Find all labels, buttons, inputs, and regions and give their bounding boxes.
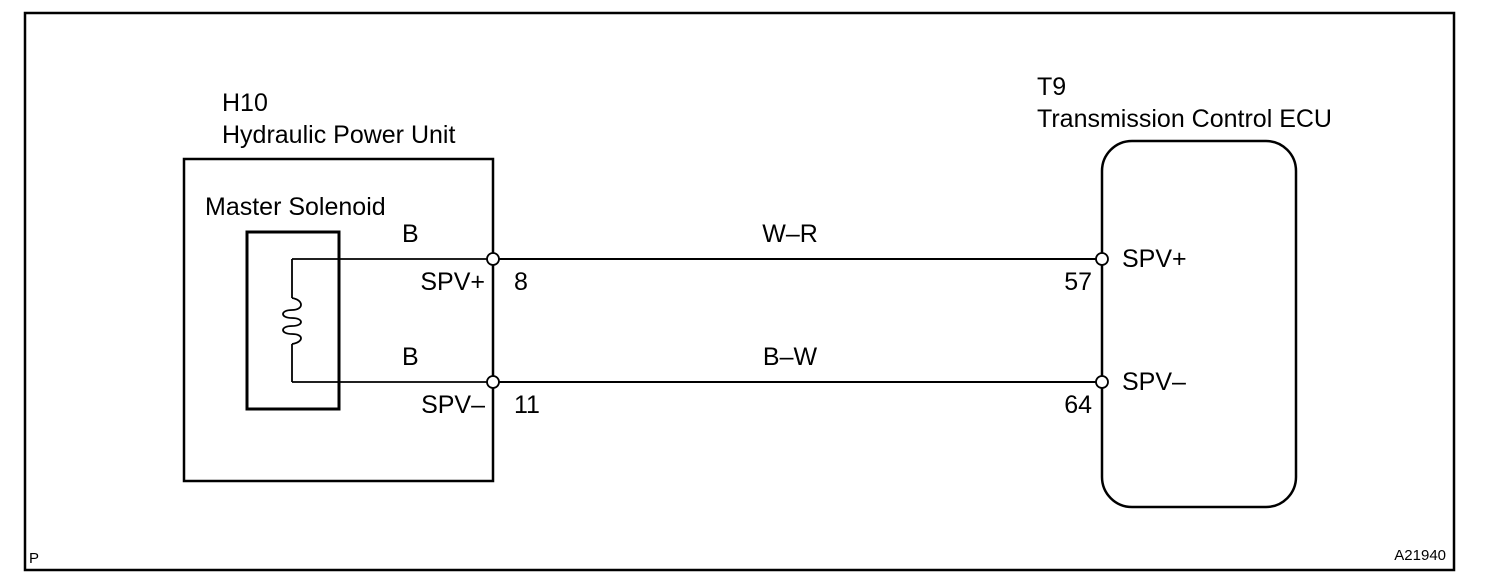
left-pin-number: 11 bbox=[514, 391, 540, 419]
solenoid-box bbox=[245, 230, 341, 411]
left-terminal-name: SPV+ bbox=[420, 268, 485, 296]
solenoid-coil-icon bbox=[282, 297, 302, 345]
right-unit-name: Transmission Control ECU bbox=[1037, 105, 1332, 133]
transmission-ecu-box bbox=[1100, 139, 1298, 509]
terminal-circle-icon bbox=[1095, 252, 1109, 266]
right-pin-number: 57 bbox=[1064, 268, 1092, 296]
wire-color-code: W–R bbox=[762, 220, 818, 248]
diagram-frame bbox=[23, 11, 1456, 572]
left-wire-color-label: B bbox=[402, 220, 419, 248]
right-terminal-name: SPV+ bbox=[1122, 245, 1187, 273]
terminal-circle-icon bbox=[1095, 375, 1109, 389]
left-unit-code: H10 bbox=[222, 89, 268, 117]
master-solenoid-label: Master Solenoid bbox=[205, 193, 386, 221]
left-pin-number: 8 bbox=[514, 268, 528, 296]
figure-id: A21940 bbox=[1394, 547, 1446, 564]
right-pin-number: 64 bbox=[1064, 391, 1092, 419]
left-wire-color-label: B bbox=[402, 343, 419, 371]
hydraulic-power-unit-box bbox=[182, 157, 495, 483]
left-terminal-name: SPV– bbox=[421, 391, 485, 419]
right-unit-code: T9 bbox=[1037, 73, 1066, 101]
terminal-circle-icon bbox=[486, 252, 500, 266]
terminal-circle-icon bbox=[486, 375, 500, 389]
left-unit-name: Hydraulic Power Unit bbox=[222, 121, 455, 149]
wire-color-code: B–W bbox=[763, 343, 818, 371]
corner-left-label: P bbox=[29, 550, 39, 567]
right-terminal-name: SPV– bbox=[1122, 368, 1186, 396]
